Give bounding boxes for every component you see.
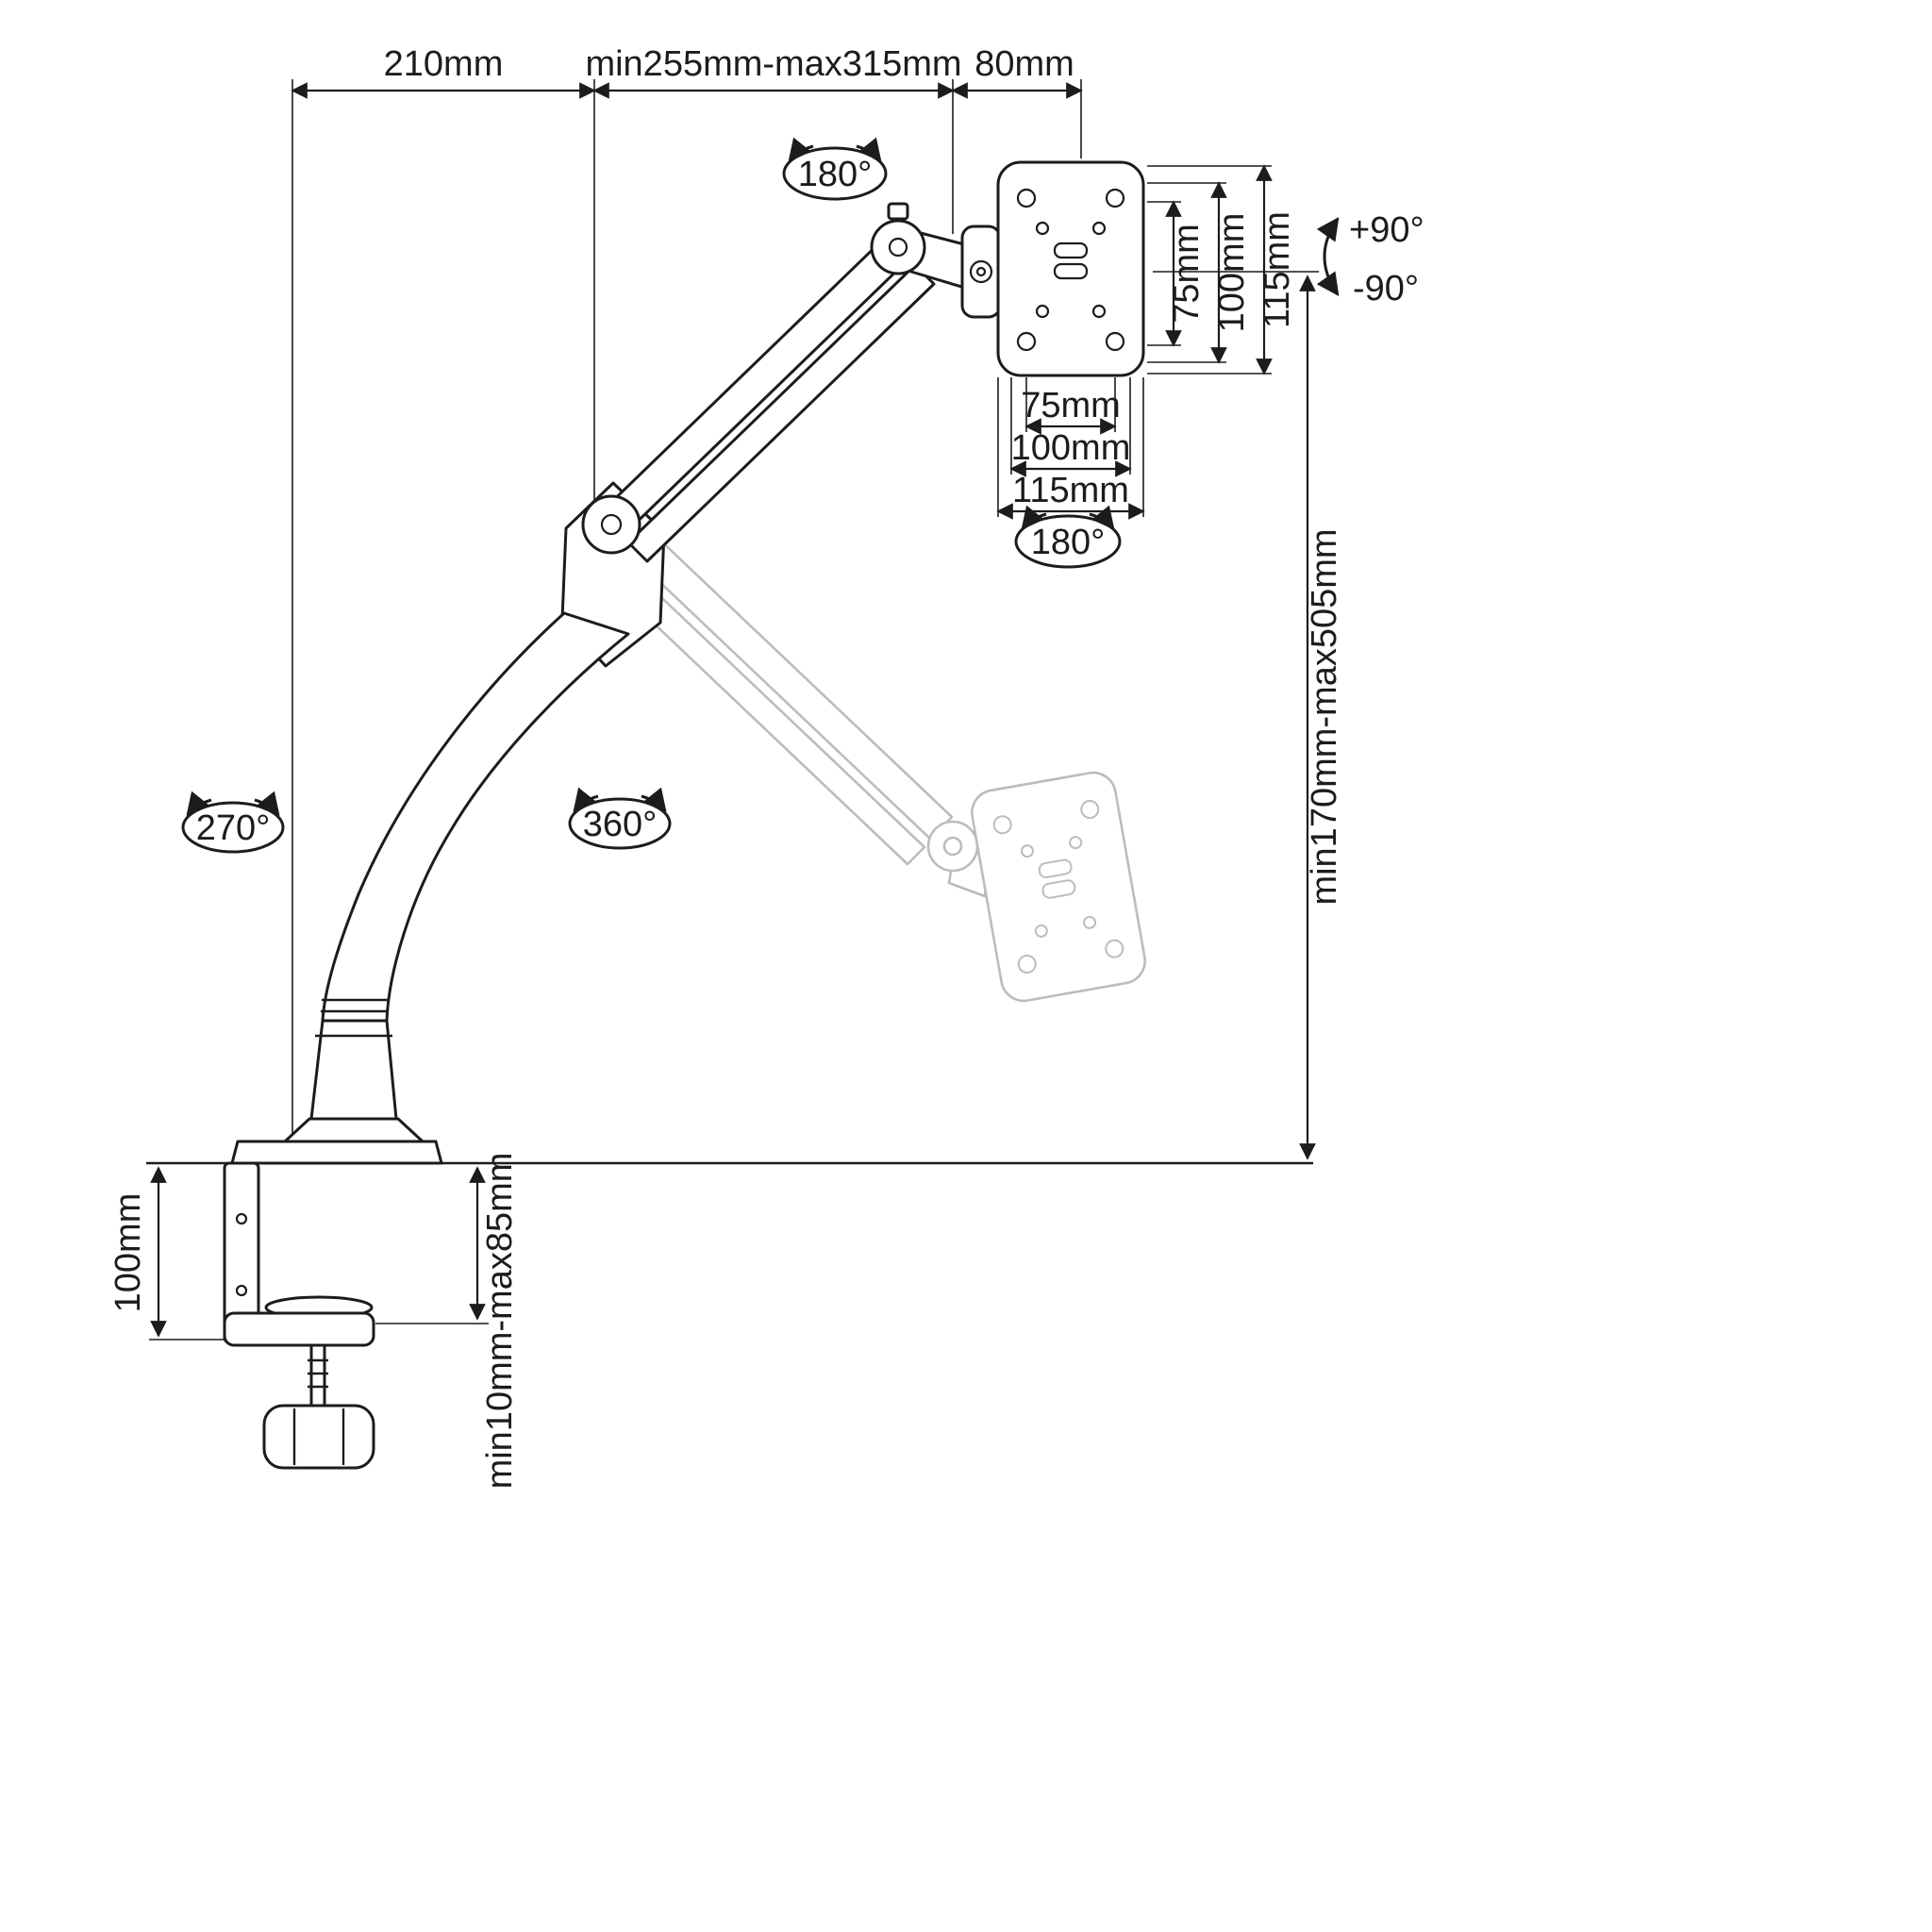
base-foot [283, 1117, 425, 1143]
dimension-height-range: min170mm-max505mm [1299, 275, 1344, 1160]
rotation-arm: 360° [568, 787, 672, 850]
dim-vesa-75-horizontal: 75mm [1021, 386, 1121, 425]
dim-desk-thickness: min10mm-max85mm [480, 1153, 520, 1490]
dim-vesa-75-vertical: 75mm [1167, 224, 1207, 324]
dimension-desk-thickness: min10mm-max85mm [469, 1153, 520, 1490]
rotation-vesa-label: 180° [1031, 523, 1106, 562]
dim-vesa-100-vertical: 100mm [1212, 213, 1252, 333]
tilt-down-label: -90° [1353, 269, 1419, 308]
dimension-clamp-height: 100mm [108, 1166, 167, 1338]
vesa-plate [996, 160, 1145, 377]
upper-arm-strut-2 [626, 263, 936, 563]
desk-clamp [223, 1161, 375, 1470]
rotation-base: 270° [181, 791, 285, 854]
rotation-head: 180° [782, 137, 888, 201]
dim-arm-reach-range: min255mm-max315mm [585, 44, 961, 84]
rotation-vesa: 180° [1014, 505, 1122, 569]
rotation-arm-label: 360° [583, 805, 658, 844]
dimension-vesa-vertical: 75mm 100mm 115mm [1165, 164, 1297, 375]
clamp-top-plate [230, 1140, 443, 1165]
dimension-vesa-horizontal: 75mm 100mm 115mm [996, 386, 1145, 520]
dim-vesa-100-horizontal: 100mm [1011, 428, 1131, 468]
tilt-up-label: +90° [1349, 210, 1424, 250]
clamp-knob [262, 1404, 375, 1470]
dim-head-offset: 80mm [974, 44, 1074, 84]
upper-arm-strut [598, 234, 911, 538]
dim-vesa-115-horizontal: 115mm [1012, 471, 1129, 510]
rotation-base-label: 270° [196, 808, 271, 848]
clamp-screw-shaft [309, 1343, 326, 1407]
dim-clamp-height: 100mm [108, 1193, 148, 1313]
dimension-top: 210mm min255mm-max315mm 80mm [291, 44, 1083, 99]
dim-base-to-elbow: 210mm [384, 44, 504, 84]
arm-ghost-position [591, 517, 1146, 1003]
clamp-jaw [223, 1311, 375, 1347]
rotation-head-label: 180° [798, 155, 873, 194]
dim-height-range: min170mm-max505mm [1305, 528, 1344, 905]
vesa-plate-ghost [971, 771, 1146, 1003]
extension-lines [149, 79, 1319, 1341]
tilt-annotation: +90° -90° [1316, 210, 1424, 308]
tilt-arrow [1316, 217, 1340, 296]
arm-solid [230, 160, 1145, 1165]
dim-vesa-115-vertical: 115mm [1257, 211, 1297, 328]
